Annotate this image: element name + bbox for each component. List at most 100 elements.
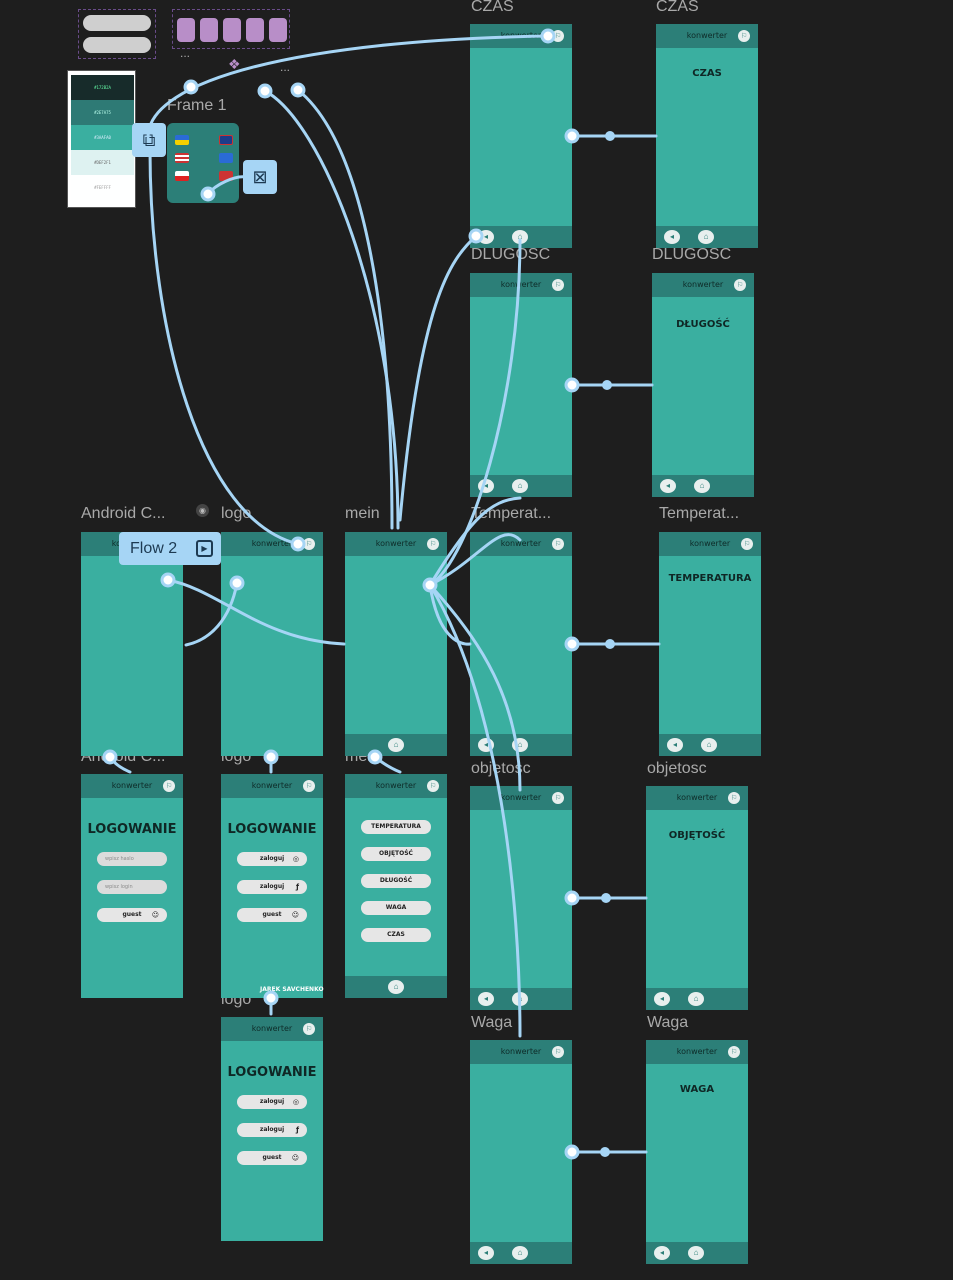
toggle-bar-off[interactable] [83,37,151,53]
flag-icon[interactable]: ⚐ [728,1046,740,1058]
screen-temperatura-source[interactable]: konwerter⚐ ◂⌂ [470,532,572,756]
home-icon[interactable]: ⌂ [698,230,714,244]
home-icon[interactable]: ⌂ [512,479,528,493]
back-arrow-icon[interactable]: ◂ [478,992,494,1006]
back-arrow-icon[interactable]: ◂ [654,1246,670,1260]
screen-dlugosc[interactable]: konwerter⚐ DŁUGOŚĆ ◂⌂ [652,273,754,497]
screen-title: WAGA [679,1084,715,1095]
login-github-button[interactable]: zaloguj◎ [237,1095,307,1109]
home-icon[interactable]: ⌂ [388,980,404,994]
flag-icon[interactable]: ⚐ [427,780,439,792]
frame-label-temperat: Temperat... [659,505,740,522]
flag-icon[interactable]: ⚐ [303,538,315,550]
flag-icon[interactable]: ⚐ [163,780,175,792]
flag-icon[interactable]: ⚐ [741,538,753,550]
back-arrow-icon[interactable]: ◂ [660,479,676,493]
palette-swatch[interactable]: #172B2A [71,75,134,100]
flag-icon[interactable]: ⚐ [734,279,746,291]
home-icon[interactable]: ⌂ [694,479,710,493]
screen-waga[interactable]: konwerter⚐ WAGA ◂⌂ [646,1040,748,1264]
flag-icon[interactable]: ⚐ [552,1046,564,1058]
guest-button[interactable]: guest☺ [97,908,167,922]
login-github-button[interactable]: zaloguj◎ [237,852,307,866]
menu-waga-button[interactable]: WAGA [361,901,431,915]
screen-menu[interactable]: konwerter⚐ TEMPERATURA OBJĘTOŚĆ DŁUGOŚĆ … [345,774,447,998]
back-arrow-icon[interactable]: ◂ [664,230,680,244]
toggle-bar-on[interactable] [83,15,151,31]
flag-icon[interactable]: ⚐ [552,792,564,804]
eye-icon[interactable]: ◉ [196,504,209,517]
color-palette[interactable]: #172B2A #2E7A75 #3AAFA0 #DEF2F1 #FEFFFF [67,70,136,208]
home-icon[interactable]: ⌂ [688,1246,704,1260]
home-icon[interactable]: ⌂ [701,738,717,752]
back-arrow-icon[interactable]: ◂ [478,1246,494,1260]
guest-button[interactable]: guest☺ [237,1151,307,1165]
screen-login-inputs[interactable]: konwerter⚐ LOGOWANIE wpisz haslo wpisz l… [81,774,183,998]
poland-flag-icon[interactable] [175,171,189,181]
uk-flag-icon[interactable] [219,135,233,145]
home-icon[interactable]: ⌂ [512,230,528,244]
flag-variant-icon[interactable] [200,18,218,42]
screen-logo-start[interactable]: konwerter⚐ [221,532,323,756]
app-footer: ◂⌂ [652,475,754,497]
connector-line [428,496,522,587]
menu-temperatura-button[interactable]: TEMPERATURA [361,820,431,834]
screen-objetosc[interactable]: konwerter⚐ OBJĘTOŚĆ ◂⌂ [646,786,748,1010]
frame-label-czas: CZAS [471,0,514,15]
flag-icon[interactable]: ⚐ [427,538,439,550]
palette-swatch[interactable]: #FEFFFF [71,175,134,200]
flag-variant-icon[interactable] [246,18,264,42]
palette-swatch[interactable]: #DEF2F1 [71,150,134,175]
flag-icon[interactable]: ⚐ [552,538,564,550]
flag-variant-icon[interactable] [269,18,287,42]
flag-variant-icon[interactable] [223,18,241,42]
screen-objetosc-source[interactable]: konwerter⚐ ◂⌂ [470,786,572,1010]
flag-icon[interactable]: ⚐ [552,30,564,42]
flag-icon[interactable]: ⚐ [728,792,740,804]
facebook-icon: ƒ [295,883,299,891]
norway-flag-icon[interactable] [219,171,233,181]
password-field[interactable]: wpisz haslo [97,852,167,866]
connector-handle [263,990,279,1006]
flag-icon[interactable]: ⚐ [552,279,564,291]
toggle-component[interactable] [78,9,156,59]
connector-dot [600,1147,610,1157]
connector-handle [257,83,273,99]
screen-dlugosc-source[interactable]: konwerter⚐ ◂⌂ [470,273,572,497]
flag-variant-icon[interactable] [177,18,195,42]
flag-icon[interactable]: ⚐ [738,30,750,42]
frame-label-mein: mein [345,505,380,522]
close-overlay-icon[interactable]: ⊠ [243,160,277,194]
screen-waga-source[interactable]: konwerter⚐ ◂ ⌂ [470,1040,572,1264]
flag-icons-component[interactable] [172,9,290,49]
app-header: konwerter⚐ [646,786,748,810]
menu-objetosc-button[interactable]: OBJĘTOŚĆ [361,847,431,861]
ukraine-flag-icon[interactable] [175,135,189,145]
back-arrow-icon[interactable]: ◂ [654,992,670,1006]
palette-swatch[interactable]: #3AAFA0 [71,125,134,150]
home-icon[interactable]: ⌂ [688,992,704,1006]
flag-icon[interactable]: ⚐ [303,780,315,792]
sweden-flag-icon[interactable] [219,153,233,163]
back-arrow-icon[interactable]: ◂ [667,738,683,752]
flag-icon[interactable]: ⚐ [303,1023,315,1035]
connector-line [146,34,550,139]
home-icon[interactable]: ⌂ [512,1246,528,1260]
guest-button[interactable]: guest☺ [237,908,307,922]
menu-dlugosc-button[interactable]: DŁUGOŚĆ [361,874,431,888]
screen-mein-start[interactable]: konwerter⚐ ⌂ [345,532,447,756]
home-icon[interactable]: ⌂ [388,738,404,752]
palette-swatch[interactable]: #2E7A75 [71,100,134,125]
screen-temperatura[interactable]: konwerter⚐ TEMPERATURA ◂⌂ [659,532,761,756]
app-header: konwerter⚐ [470,1040,572,1064]
us-flag-icon[interactable] [175,153,189,163]
menu-czas-button[interactable]: CZAS [361,928,431,942]
flow-2-starting-point[interactable]: Flow 2 ▶ [119,532,221,565]
screen-czas[interactable]: konwerter⚐ CZAS ◂⌂ [656,24,758,248]
login-field[interactable]: wpisz login [97,880,167,894]
